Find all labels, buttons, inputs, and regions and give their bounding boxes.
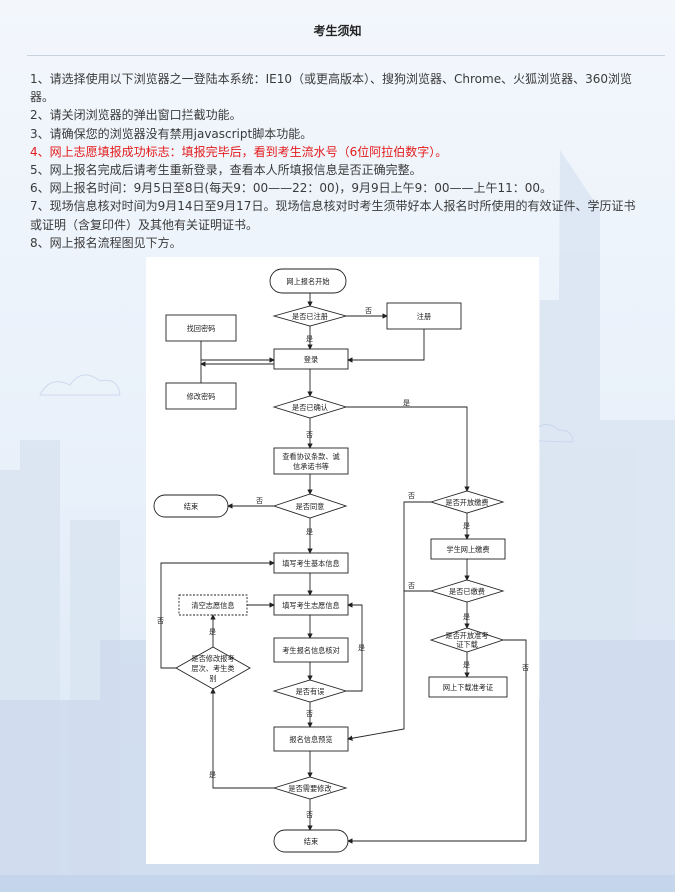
node-start-shape	[269, 268, 347, 294]
node-payment-open-q: 是否开放缴费	[445, 498, 488, 507]
edge-label-no-agree: 否	[256, 497, 263, 505]
edge-label-no-error: 否	[306, 710, 313, 718]
edge-label-yes-agree: 是	[306, 528, 313, 536]
notice-item-2: 2、请关闭浏览器的弹出窗口拦截功能。	[30, 108, 242, 123]
node-check-info-shape	[273, 637, 349, 663]
node-read-agreement-shape	[273, 447, 349, 475]
node-start: 网上报名开始	[286, 277, 329, 286]
node-find-password: 找回密码	[187, 324, 216, 333]
notice-item-6: 6、网上报名时间：9月5日至8日(每天9：00——22：00)，9月9日上午9：…	[30, 181, 553, 196]
edge-label-yes-error: 是	[358, 644, 365, 652]
registration-flowchart: 网上报名开始 是否已注册 注册 找回密码 登录 修改密码 是否已确认 查看协议条…	[146, 257, 539, 864]
node-modify-level-q-line3: 别	[209, 674, 216, 683]
node-modify-level-q-line2: 层次、考生类	[191, 664, 234, 673]
notice-item-4-highlight: 4、网上志愿填报成功标志：填报完毕后，看到考生流水号（6位阿拉伯数字）。	[30, 144, 448, 159]
node-need-modify-q: 是否需要修改	[288, 784, 331, 793]
edge-label-no-register: 否	[365, 307, 372, 315]
notice-item-3: 3、请确保您的浏览器没有禁用javascript脚本功能。	[30, 126, 313, 141]
title-divider	[27, 55, 665, 56]
node-admit-open-q-line2: 证下载	[456, 640, 478, 649]
node-download-admit: 网上下载准考证	[443, 683, 493, 692]
node-modify-password: 修改密码	[187, 392, 216, 401]
node-end-left: 结束	[184, 502, 198, 511]
node-end-bottom: 结束	[304, 837, 318, 846]
node-admit-open-q-line1: 是否开放准考	[445, 631, 488, 640]
flowchart-svg: 网上报名开始 是否已注册 注册 找回密码 登录 修改密码 是否已确认 查看协议条…	[153, 268, 529, 853]
node-clear-choice: 清空志愿信息	[191, 601, 234, 610]
node-agree-q-shape	[272, 493, 348, 519]
edge-label-no-payment-open: 否	[408, 492, 415, 500]
node-modify-level-q-line1: 是否修改报考	[191, 654, 234, 663]
notice-item-1: 1、请选择使用以下浏览器之一登陆本系统：IE10（或更高版本）、搜狗浏览器、Ch…	[30, 72, 633, 105]
edge-label-yes-payment-open: 是	[463, 522, 470, 530]
edge-label-yes-modify-level: 是	[209, 628, 216, 636]
edge-label-yes-paid: 是	[463, 613, 470, 621]
node-register: 注册	[417, 312, 431, 321]
node-error-q: 是否有误	[296, 687, 325, 696]
node-preview-shape	[273, 726, 349, 752]
node-fill-choice: 填写考生志愿信息	[282, 601, 340, 610]
edge-label-no-modify-level: 否	[157, 617, 164, 625]
edge-label-yes-confirmed: 是	[403, 399, 410, 407]
notice-item-7: 7、现场信息核对时间为9月14日至9月17日。现场信息核对时考生须带好本人报名时…	[30, 199, 636, 232]
node-read-agreement-line1: 查看协议条款、诚	[282, 452, 340, 461]
edge-label-yes-admit-open: 是	[463, 661, 470, 669]
node-paid-q-shape	[429, 579, 505, 603]
node-registered-q: 是否已注册	[292, 312, 328, 321]
notice-item-8: 8、网上报名流程图见下方。	[30, 235, 182, 250]
node-payment-open-q-shape	[429, 490, 505, 514]
edge-label-no-paid: 否	[408, 582, 415, 590]
notice-item-5: 5、网上报名完成后请考生重新登录，查看本人所填报信息是否正确完整。	[30, 163, 422, 178]
node-check-info: 考生报名信息核对	[282, 646, 340, 655]
node-login: 登录	[304, 355, 318, 364]
node-fill-basic: 填写考生基本信息	[282, 559, 340, 568]
node-paid-q: 是否已缴费	[449, 587, 485, 596]
edge-label-yes-login: 是	[306, 335, 313, 343]
node-read-agreement-line2: 信承诺书等	[293, 462, 329, 471]
node-student-pay: 学生网上缴费	[446, 545, 489, 554]
node-need-modify-q-shape	[272, 776, 348, 800]
node-modify-level-q-shape	[175, 646, 251, 690]
node-preview: 报名信息预览	[289, 735, 332, 744]
page-title: 考生须知	[313, 24, 362, 38]
edge-label-no-confirmed: 否	[306, 431, 313, 439]
edge-label-yes-need-modify: 是	[209, 771, 216, 779]
edge-label-no-need-modify: 否	[306, 811, 313, 819]
node-agree-q: 是否同意	[296, 502, 325, 511]
edge-label-no-admit-open: 否	[522, 664, 529, 672]
notice-list: 1、请选择使用以下浏览器之一登陆本系统：IE10（或更高版本）、搜狗浏览器、Ch…	[30, 70, 645, 252]
node-confirmed-q: 是否已确认	[292, 403, 328, 412]
